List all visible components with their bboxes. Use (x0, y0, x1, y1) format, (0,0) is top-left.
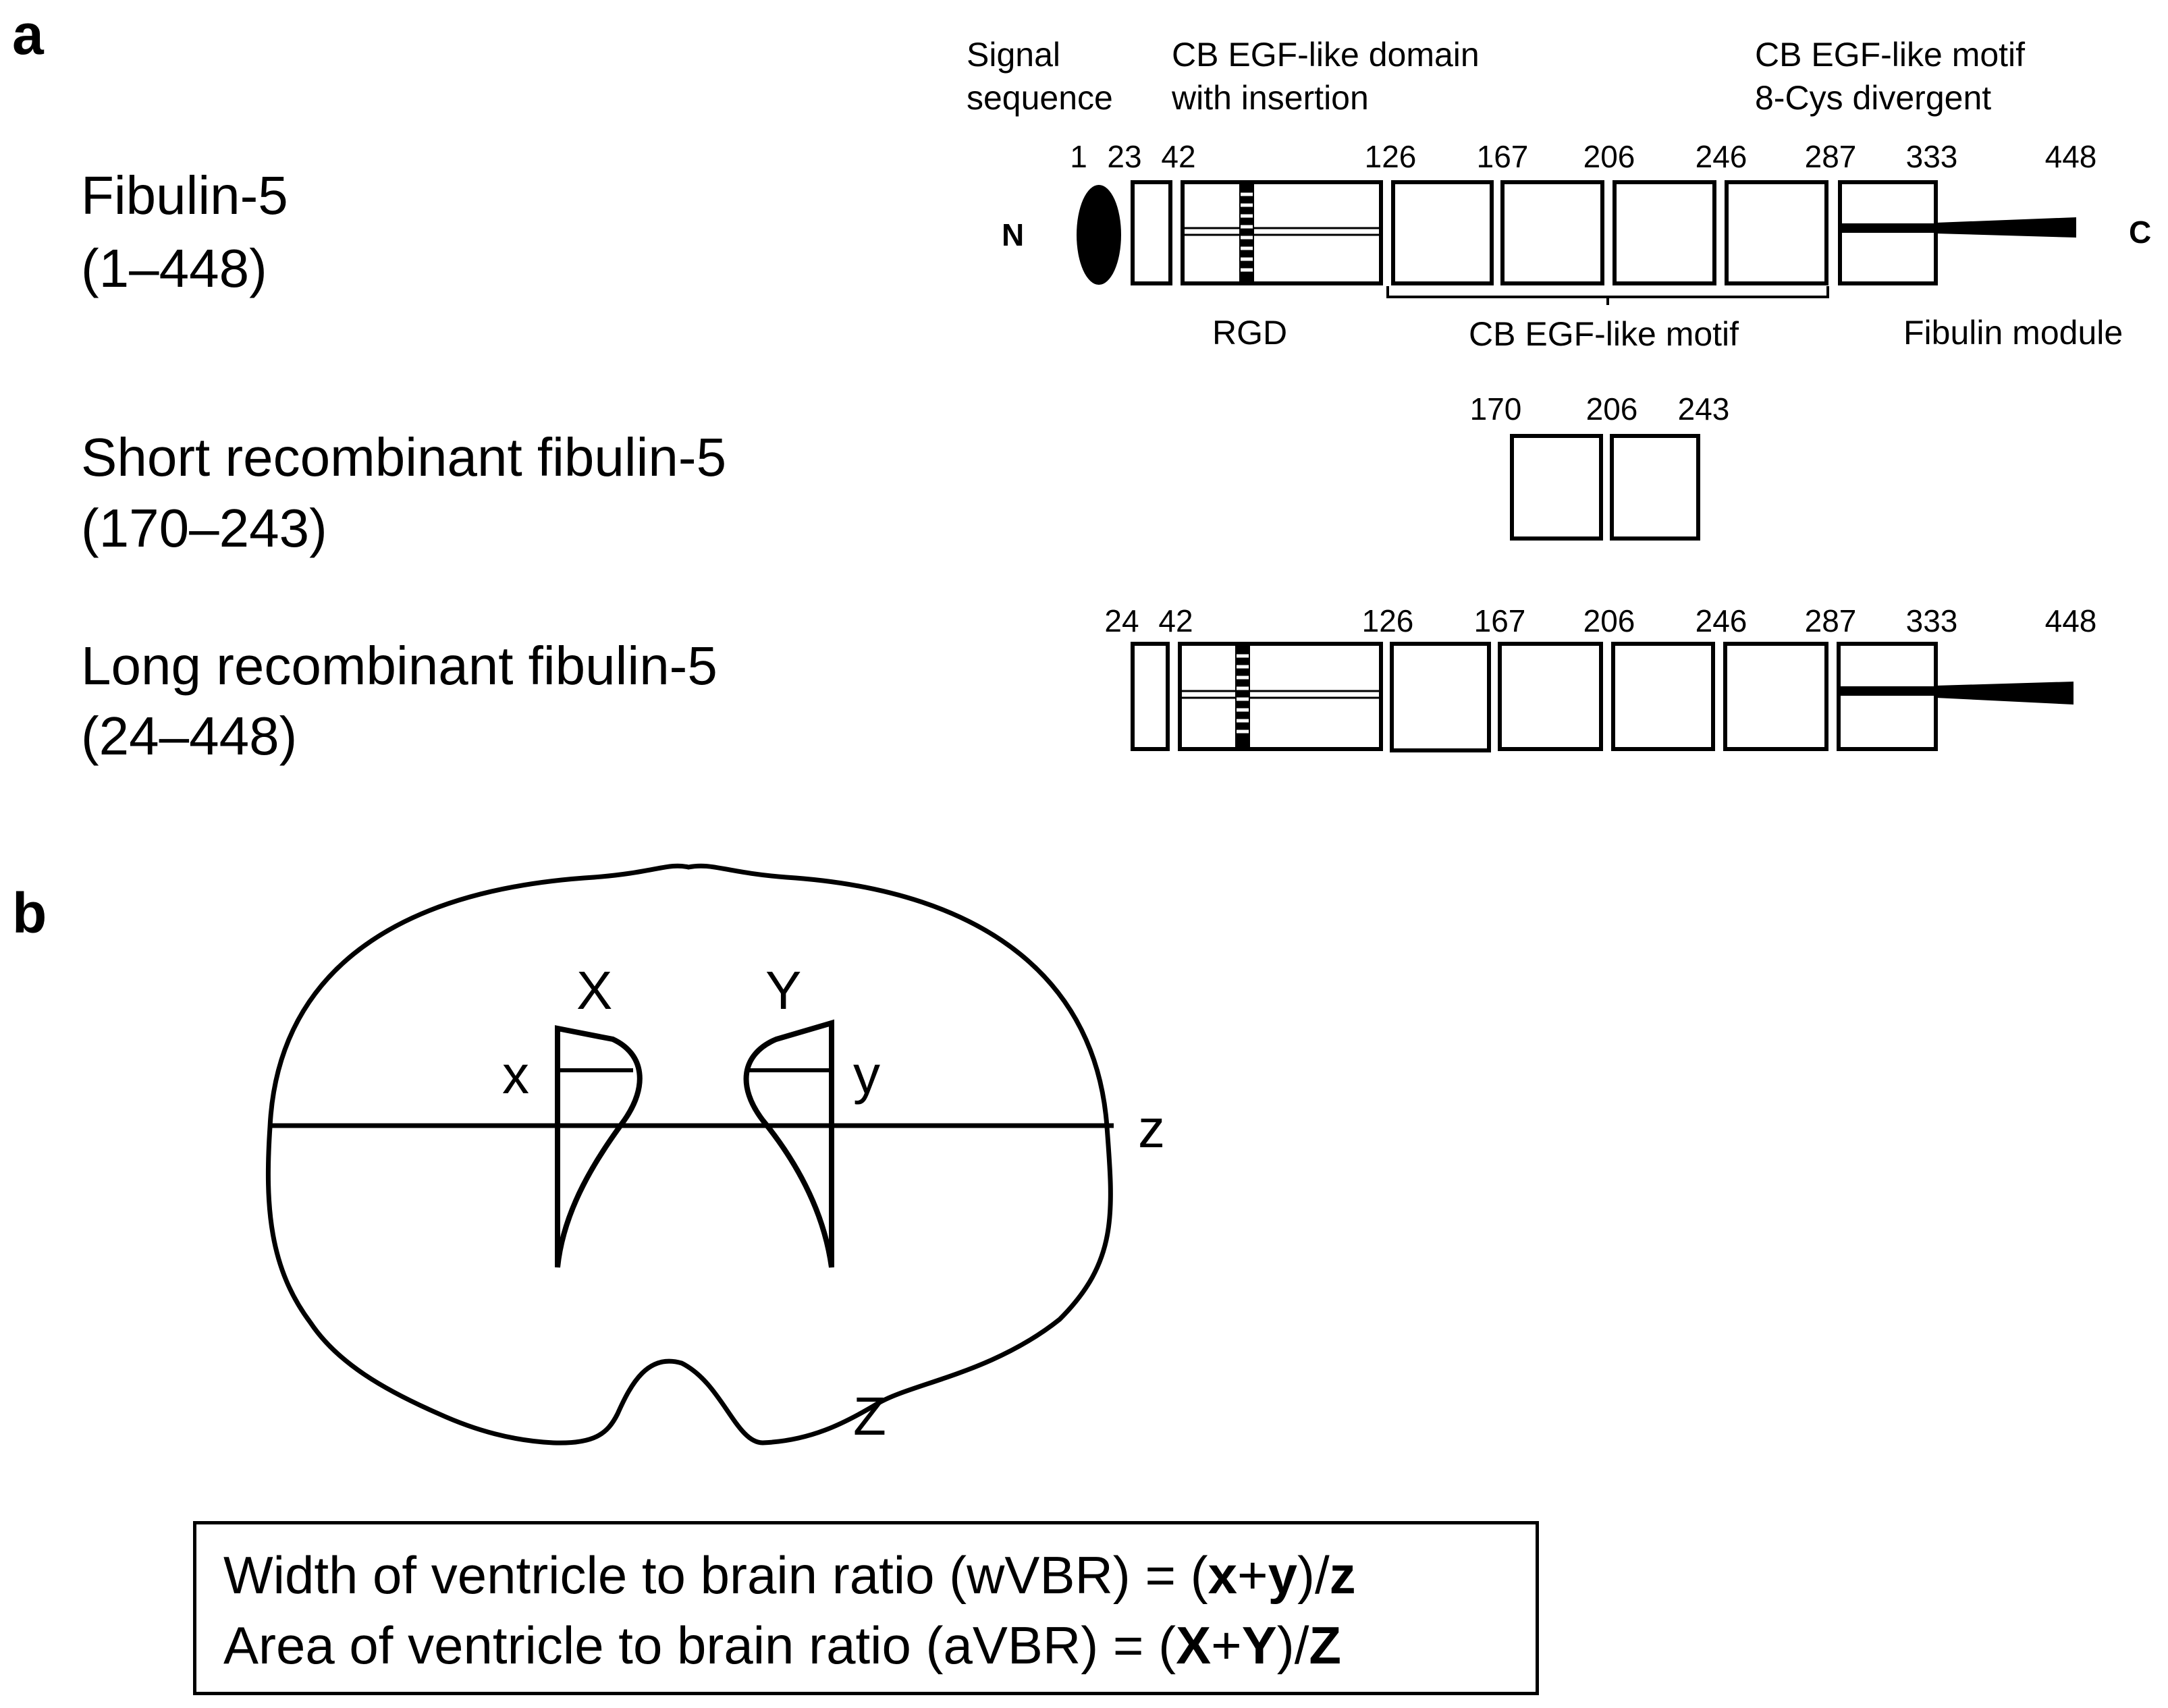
full-egf-box-3 (1613, 180, 1716, 285)
long-domain-24-42 (1131, 642, 1170, 751)
short-egf-box-2 (1610, 434, 1700, 541)
width-label-x: x (502, 1045, 529, 1105)
n-terminus-label: N (1002, 217, 1024, 252)
pos-full-167: 167 (1477, 139, 1529, 174)
pos-short-170: 170 (1470, 391, 1522, 426)
pos-full-246: 246 (1696, 139, 1747, 174)
width-label-z: z (1138, 1099, 1165, 1159)
panel-b-label: b (12, 881, 47, 945)
avbr-formula: Area of ventricle to brain ratio (aVBR) … (223, 1619, 1341, 1672)
area-label-y: Y (765, 960, 801, 1020)
construct-range-full: (1–448) (81, 238, 267, 298)
full-domain-insertion (1181, 180, 1383, 285)
rgd-label: RGD (1212, 314, 1287, 352)
pos-short-206: 206 (1586, 391, 1638, 426)
wvbr-z: z (1329, 1545, 1356, 1605)
left-ventricle (555, 1025, 643, 1268)
area-label-z: Z (853, 1386, 886, 1446)
pos-long-333: 333 (1906, 603, 1958, 638)
pos-full-1: 1 (1070, 139, 1087, 174)
pos-full-448: 448 (2045, 139, 2097, 174)
pos-full-126: 126 (1365, 139, 1417, 174)
long-egf-box-2 (1498, 642, 1603, 751)
panel-a-label: a (12, 3, 45, 66)
wvbr-prefix: Width of ventricle to brain ratio (wVBR)… (223, 1545, 1208, 1605)
pos-long-448: 448 (2045, 603, 2097, 638)
brain-outline (265, 863, 1113, 1445)
pos-long-42: 42 (1158, 603, 1193, 638)
full-egf-box-4 (1725, 180, 1828, 285)
pos-long-287: 287 (1805, 603, 1857, 638)
cb-insertion-label-2: with insertion (1171, 79, 1369, 117)
pos-short-243: 243 (1678, 391, 1730, 426)
cb-insertion-label-1: CB EGF-like domain (1172, 36, 1480, 74)
pos-full-42: 42 (1161, 139, 1195, 174)
pos-full-333: 333 (1906, 139, 1958, 174)
avbr-plus: + (1211, 1616, 1242, 1675)
long-fibulin-module-tail (1936, 682, 2074, 705)
avbr-z: Z (1309, 1616, 1342, 1675)
construct-range-short: (170–243) (81, 498, 327, 558)
construct-range-long: (24–448) (81, 706, 297, 766)
wvbr-x: x (1208, 1545, 1238, 1605)
wvbr-plus: + (1237, 1545, 1268, 1605)
full-egf-box-1 (1391, 180, 1494, 285)
right-ventricle (743, 1019, 834, 1268)
construct-name-short: Short recombinant fibulin-5 (81, 427, 726, 487)
pos-long-167: 167 (1474, 603, 1526, 638)
pos-long-246: 246 (1696, 603, 1747, 638)
wvbr-formula: Width of ventricle to brain ratio (wVBR)… (223, 1549, 1356, 1601)
long-egf-box-3 (1611, 642, 1715, 751)
full-domain-23-42 (1131, 180, 1172, 285)
area-label-x: X (576, 960, 612, 1020)
long-egf-box-1 (1390, 642, 1491, 752)
long-domain-insertion (1178, 642, 1383, 751)
egf-motif-bracket (1386, 286, 1829, 305)
cb-egf-motif-label: CB EGF-like motif (1469, 315, 1739, 353)
width-label-y: y (853, 1045, 880, 1105)
avbr-prefix: Area of ventricle to brain ratio (aVBR) … (223, 1616, 1176, 1675)
wvbr-y: y (1268, 1545, 1297, 1605)
long-rgd-block (1235, 644, 1250, 749)
avbr-x: X (1176, 1616, 1212, 1675)
formula-box: Width of ventricle to brain ratio (wVBR)… (193, 1521, 1539, 1695)
wvbr-close: )/ (1297, 1545, 1330, 1605)
short-egf-box-1 (1510, 434, 1603, 541)
c-terminus-label: C (2129, 215, 2151, 250)
signal-sequence-label-1: Signal (967, 36, 1060, 74)
signal-sequence-label-2: sequence (967, 79, 1113, 117)
cb-8cys-label-2: 8-Cys divergent (1755, 79, 1991, 117)
cb-8cys-label-1: CB EGF-like motif (1755, 36, 2025, 74)
avbr-y: Y (1241, 1616, 1277, 1675)
construct-name-full: Fibulin-5 (81, 165, 288, 225)
pos-long-126: 126 (1362, 603, 1414, 638)
avbr-close: )/ (1276, 1616, 1309, 1675)
full-egf-box-2 (1500, 180, 1604, 285)
pos-long-206: 206 (1583, 603, 1635, 638)
full-rgd-hatch (1241, 192, 1253, 272)
long-rgd-hatch (1237, 654, 1249, 734)
signal-sequence-ellipse (1077, 185, 1121, 285)
construct-name-long: Long recombinant fibulin-5 (81, 636, 717, 696)
pos-long-24: 24 (1104, 603, 1139, 638)
long-8cys-box (1837, 642, 1938, 751)
long-egf-box-4 (1723, 642, 1828, 751)
fibulin-module-label: Fibulin module (1903, 314, 2123, 352)
full-fibulin-module-tail (1936, 217, 2076, 238)
pos-full-206: 206 (1583, 139, 1635, 174)
pos-full-23: 23 (1107, 139, 1141, 174)
pos-full-287: 287 (1805, 139, 1857, 174)
